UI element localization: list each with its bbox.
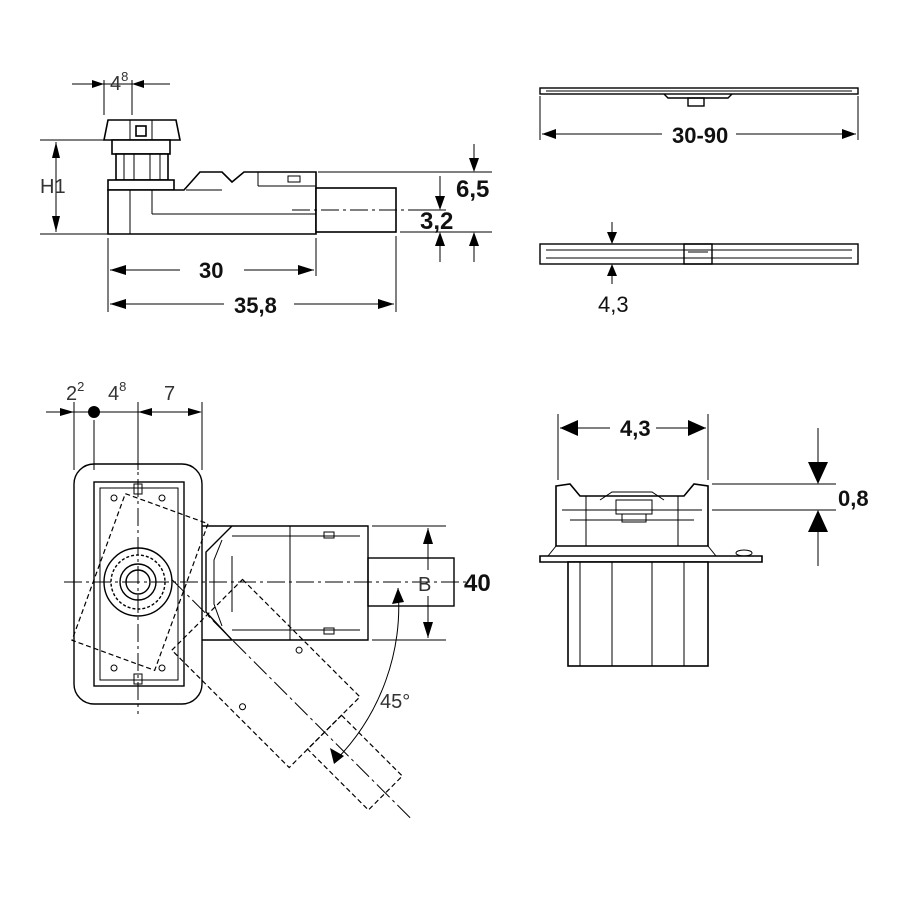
side-length-358: 35,8 — [234, 293, 277, 318]
plan-view — [46, 402, 470, 821]
channel-height-label: 4,3 — [598, 292, 629, 317]
side-height-32: 3,2 — [420, 208, 453, 235]
side-height-h1: H1 — [40, 176, 66, 198]
plan-dim-b: 48 — [108, 379, 126, 405]
plan-outlet-label: B — [418, 574, 431, 596]
plan-dim-a: 22 — [66, 379, 84, 405]
plan-angle-label: 45° — [380, 691, 410, 713]
section-width-label: 4,3 — [620, 416, 651, 441]
side-length-30: 30 — [199, 258, 223, 283]
channel-length-label: 30-90 — [672, 123, 728, 148]
channel-side-view — [539, 222, 859, 284]
section-view — [539, 414, 836, 667]
plan-dim-c: 7 — [164, 383, 175, 405]
section-height-label: 0,8 — [838, 486, 869, 511]
side-top-width: 48 — [110, 69, 128, 95]
side-height-65: 6,5 — [456, 176, 489, 203]
channel-top-view — [539, 87, 859, 140]
drain-side-view — [40, 80, 492, 312]
plan-outlet-size: 40 — [464, 570, 491, 597]
